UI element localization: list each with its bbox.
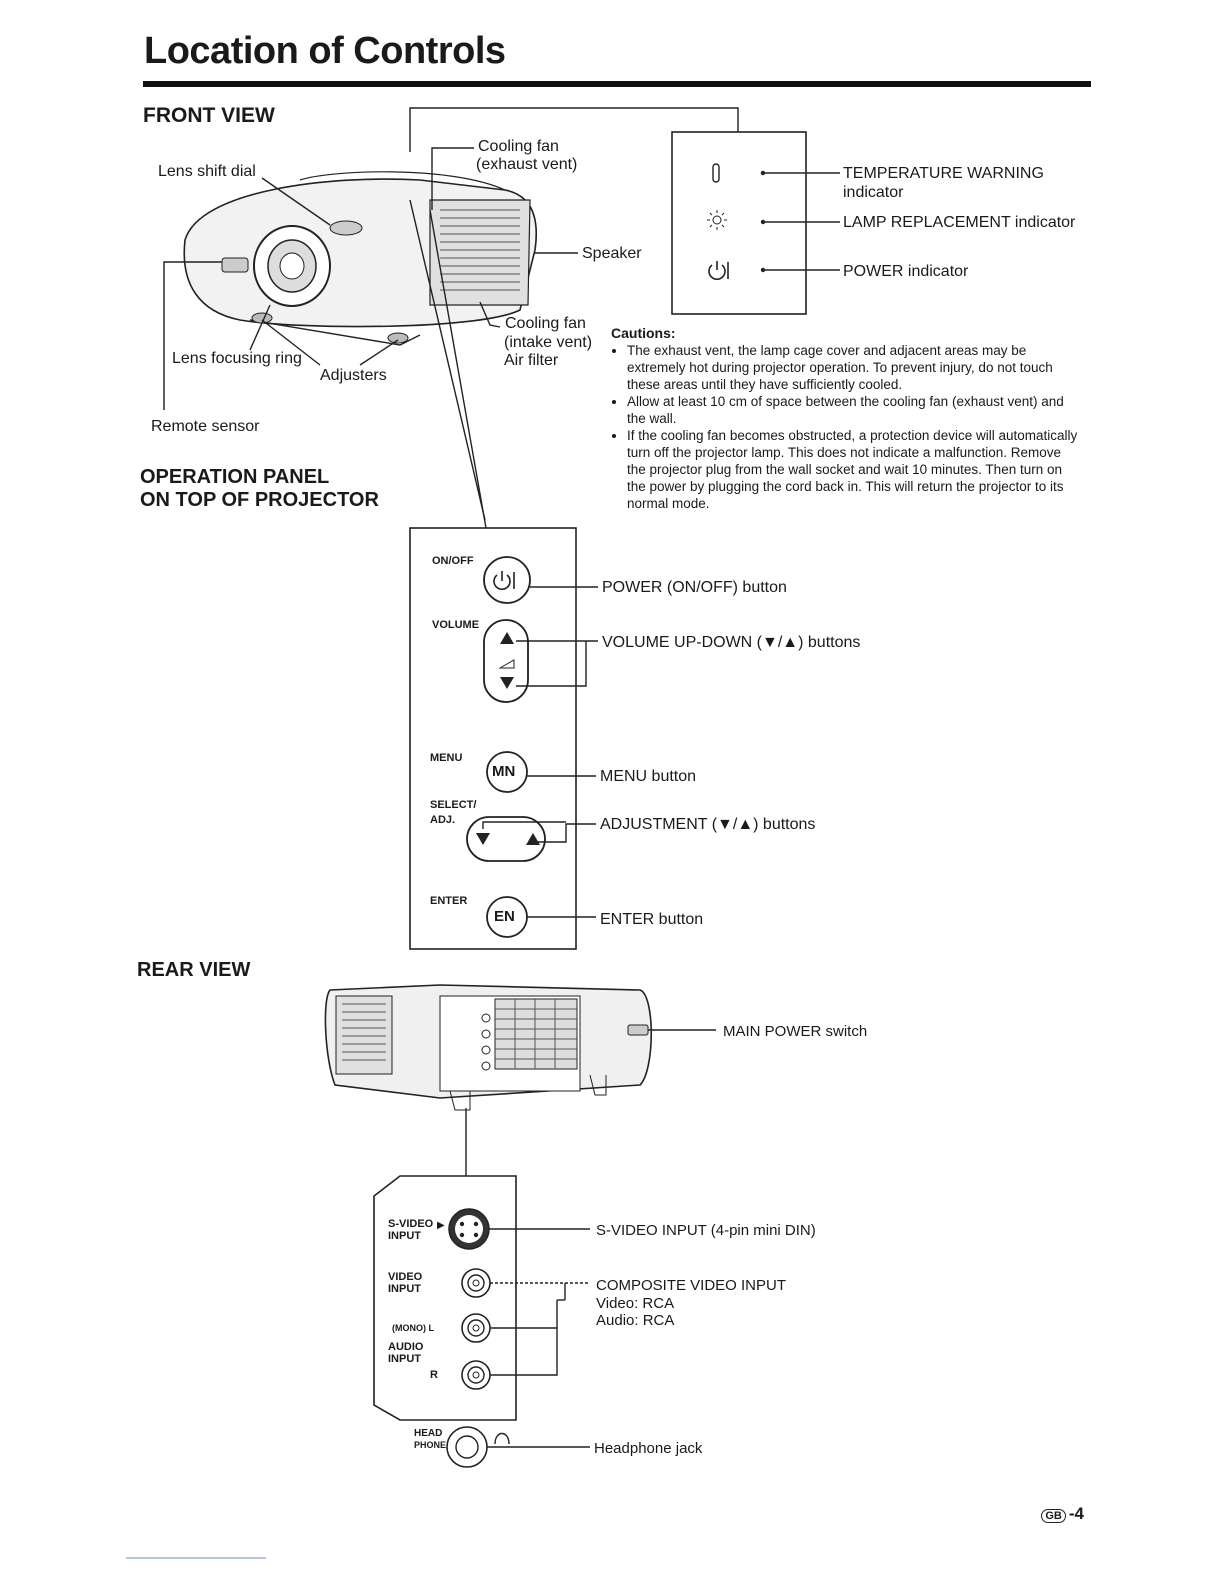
svideo-label: S-VIDEO [388, 1218, 434, 1230]
remote-sensor-label: Remote sensor [151, 418, 260, 435]
svideo-input-callout: S-VIDEO INPUT (4-pin mini DIN) [596, 1222, 816, 1239]
lens-shift-dial-label: Lens shift dial [158, 163, 256, 180]
region-badge: GB [1041, 1509, 1066, 1523]
adj-label: ADJ. [430, 814, 456, 826]
audio-input-label: INPUT [388, 1353, 421, 1365]
enter-button: EN [494, 908, 515, 925]
cooling-fan-exhaust-label: Cooling fan [478, 138, 559, 155]
front-view-heading: FRONT VIEW [143, 104, 275, 127]
select-label: SELECT/ [430, 799, 477, 811]
lamp-icon [707, 210, 727, 230]
volume-label: VOLUME [432, 619, 480, 631]
onoff-label: ON/OFF [432, 555, 474, 567]
headphone-jack-callout: Headphone jack [594, 1440, 703, 1457]
enter-button-callout: ENTER button [600, 911, 704, 928]
temperature-indicator-label: indicator [843, 184, 904, 201]
adjustment-buttons-callout: ADJUSTMENT (▼/▲) buttons [600, 816, 816, 833]
cooling-fan-intake-label: Cooling fan [505, 315, 586, 332]
power-symbol-icon [708, 261, 729, 280]
phone-label: PHONE [414, 1440, 447, 1450]
power-button-icon [493, 574, 511, 590]
cautions-title: Cautions: [611, 325, 676, 341]
projector-front-illustration [183, 171, 537, 346]
temperature-warning-label: TEMPERATURE WARNING [843, 165, 1044, 182]
rear-view-heading: REAR VIEW [137, 959, 251, 981]
thermometer-icon [712, 163, 720, 183]
title-rule [143, 81, 1091, 87]
operation-panel-heading: OPERATION PANEL [140, 466, 330, 488]
lens-focusing-ring-label: Lens focusing ring [172, 350, 302, 367]
adjusters-label: Adjusters [320, 367, 387, 384]
cautions-block: Cautions: The exhaust vent, the lamp cag… [611, 325, 1081, 512]
operation-panel-subheading: ON TOP OF PROJECTOR [140, 489, 379, 511]
air-filter-label: Air filter [504, 352, 559, 369]
exhaust-vent-label: (exhaust vent) [476, 156, 578, 173]
video-label: VIDEO [388, 1271, 423, 1283]
menu-label: MENU [430, 752, 463, 764]
enter-label: ENTER [430, 895, 468, 907]
video-input-label: INPUT [388, 1283, 421, 1295]
head-label: HEAD [414, 1428, 443, 1439]
audio-rca-callout: Audio: RCA [596, 1312, 675, 1329]
svideo-input-label: INPUT [388, 1230, 421, 1242]
composite-video-callout: COMPOSITE VIDEO INPUT [596, 1277, 787, 1294]
video-rca-callout: Video: RCA [596, 1295, 675, 1312]
menu-button-callout: MENU button [600, 768, 697, 785]
r-label: R [430, 1369, 438, 1381]
projector-rear-illustration [324, 984, 652, 1111]
volume-buttons-callout: VOLUME UP-DOWN (▼/▲) buttons [602, 634, 861, 651]
caution-item: If the cooling fan becomes obstructed, a… [627, 427, 1081, 512]
intake-vent-label: (intake vent) [504, 334, 593, 351]
main-power-switch-label: MAIN POWER switch [723, 1023, 868, 1040]
caution-item: Allow at least 10 cm of space between th… [627, 393, 1081, 427]
arrow-right-icon: ▶ [437, 1220, 445, 1231]
caution-item: The exhaust vent, the lamp cage cover an… [627, 342, 1081, 393]
power-indicator-label: POWER indicator [843, 263, 969, 280]
menu-button: MN [492, 763, 516, 780]
speaker-label: Speaker [582, 245, 642, 262]
power-button-callout: POWER (ON/OFF) button [602, 579, 787, 596]
page-title: Location of Controls [144, 30, 506, 72]
lamp-replacement-label: LAMP REPLACEMENT indicator [843, 214, 1076, 231]
audio-label: AUDIO [388, 1341, 424, 1353]
page-number: GB-4 [1041, 1504, 1084, 1524]
mono-l-label: (MONO) L [392, 1323, 434, 1333]
page-number-value: -4 [1068, 1504, 1084, 1523]
